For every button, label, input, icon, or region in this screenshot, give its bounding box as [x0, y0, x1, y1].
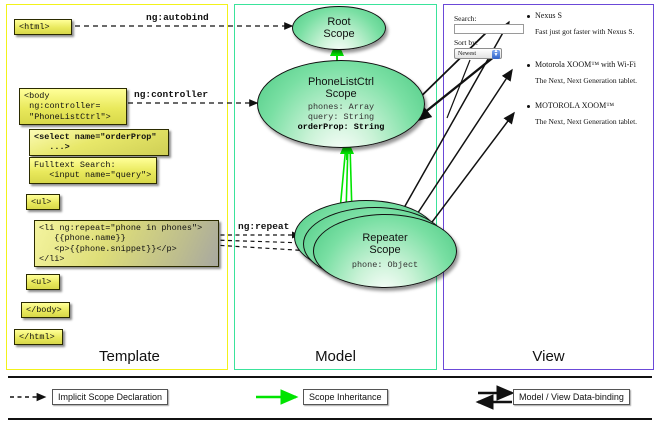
label-ng-autobind: ng:autobind	[146, 12, 209, 23]
code-fulltext-search: Fulltext Search: <input name="query">	[29, 157, 157, 184]
code-html-close: </html>	[14, 329, 63, 346]
view-item-bullet	[527, 105, 530, 108]
legend-scope-inheritance: Scope Inheritance	[303, 389, 388, 405]
view-item-snippet: The Next, Next Generation tablet.	[535, 117, 638, 126]
legend-data-binding: Model / View Data-binding	[513, 389, 630, 405]
scope-root: Root Scope	[292, 6, 386, 50]
view-search-input[interactable]	[454, 24, 524, 34]
code-html-open: <html>	[14, 19, 72, 36]
view-sort-value: Newest	[458, 51, 476, 57]
view-sort-label: Sort by:	[454, 38, 478, 47]
code-ul-close: <ul>	[26, 274, 60, 291]
legend-rule-bottom	[8, 418, 652, 420]
legend-rule-top	[8, 376, 652, 378]
panel-model: Model	[234, 4, 437, 370]
code-ul-open: <ul>	[26, 194, 60, 211]
label-ng-repeat: ng:repeat	[238, 221, 290, 232]
view-sort-select[interactable]: Newest ▲▼	[454, 48, 502, 59]
scope-phonelistctrl-title: PhoneListCtrl Scope	[307, 75, 375, 100]
code-li-ngrepeat: <li ng:repeat="phone in phones"> {{phone…	[34, 220, 219, 268]
scope-phonelistctrl: PhoneListCtrl Scope phones: Array query:…	[257, 60, 425, 148]
view-item-name: MOTOROLA XOOM™	[535, 101, 615, 110]
view-item-name: Nexus S	[535, 11, 562, 20]
scope-root-title: Root Scope	[323, 15, 355, 40]
view-item-snippet: Fast just got faster with Nexus S.	[535, 27, 635, 36]
label-ng-controller: ng:controller	[134, 89, 209, 100]
legend: Implicit Scope Declaration Scope Inherit…	[0, 376, 660, 421]
view-search-label: Search:	[454, 14, 477, 23]
scope-repeater-title: Repeater Scope	[362, 231, 408, 256]
view-item-bullet	[527, 64, 530, 67]
code-body-close: </body>	[21, 302, 70, 319]
code-select-orderprop: <select name="orderProp" ...>	[29, 129, 169, 156]
code-body-open: <body ng:controller= "PhoneListCtrl">	[19, 88, 127, 126]
panel-view-title: View	[532, 348, 565, 365]
legend-implicit-scope: Implicit Scope Declaration	[52, 389, 169, 405]
panel-model-title: Model	[315, 348, 356, 365]
scope-phonelistctrl-props-bold: orderProp: String	[297, 122, 385, 133]
scope-phonelistctrl-props-plain: phones: Array query: String	[307, 102, 375, 123]
panel-template-title: Template	[99, 348, 160, 365]
scope-repeater: Repeater Scope phone: Object	[313, 214, 457, 288]
view-item-name: Motorola XOOM™ with Wi-Fi	[535, 60, 636, 69]
view-item-snippet: The Next, Next Generation tablet.	[535, 76, 638, 85]
scope-repeater-props: phone: Object	[351, 260, 419, 271]
view-item-bullet	[527, 15, 530, 18]
select-stepper-icon[interactable]: ▲▼	[492, 49, 500, 59]
